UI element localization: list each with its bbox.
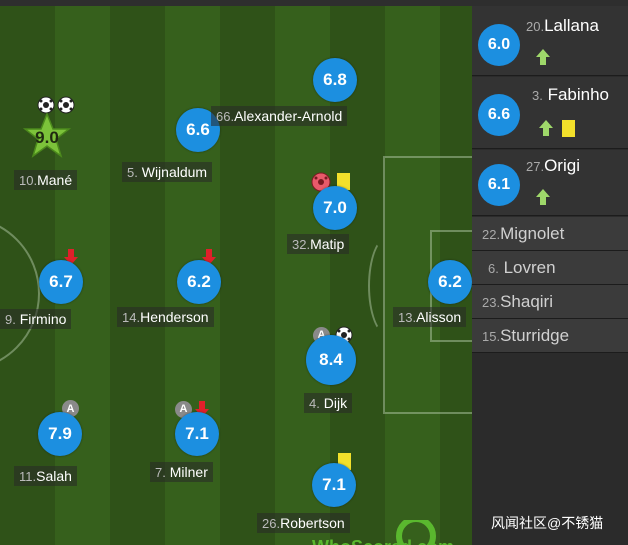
player-name-label: 6. Lovren [488,258,556,278]
player-name: Lallana [544,16,599,35]
player-rating: 6.1 [478,164,520,206]
player-number: 7. [155,465,166,480]
player-rating: 7.0 [313,186,357,230]
man-of-match-star-icon [23,112,71,158]
player-number: 5. [127,165,138,180]
player-name-label: 11.Salah [14,466,77,486]
player-name-label: 23.Shaqiri [482,292,553,312]
player-events [37,96,75,114]
player-rating-value: 9.0 [35,128,59,147]
player-name: Shaqiri [500,292,553,311]
bench-row-sturridge[interactable]: 15.Sturridge [472,319,628,353]
player-rating: 7.9 [38,412,82,456]
whoscored-logo: WhoScored.com [312,516,462,545]
player-rating: 9.0 [23,112,71,160]
player-number: 4. [309,396,320,411]
substitutes-panel: 6.0 20.Lallana 6.6 3. Fabinho 6.1 27.Ori… [472,6,628,545]
player-name: Alisson [416,309,462,325]
sub-on-arrow-icon [538,119,556,137]
player-name: Robertson [280,515,345,531]
player-name-label: 3. Fabinho [532,85,609,105]
bench-row-shaqiri[interactable]: 23.Shaqiri [472,285,628,319]
player-number: 13. [398,310,417,325]
player-name-label: 10.Mané [14,170,78,190]
sub-row-origi[interactable]: 6.1 27.Origi [472,150,628,216]
sub-row-fabinho[interactable]: 6.6 3. Fabinho [472,77,628,149]
sub-row-lallana[interactable]: 6.0 20.Lallana [472,6,628,76]
player-number: 6. [488,261,499,276]
player-number: 11. [19,469,37,484]
player-name-label: 22.Mignolet [482,224,564,244]
player-events [311,172,350,192]
player-name-label: 26.Robertson [257,513,350,533]
player-number: 23. [482,295,501,310]
player-name-label: 15.Sturridge [482,326,569,346]
player-rating: 6.7 [39,260,83,304]
player-rating: 7.1 [312,463,356,507]
player-rating: 6.6 [478,94,520,136]
player-name: Dijk [323,395,348,411]
penalty-arc-right [368,236,408,336]
player-name: Firmino [19,311,67,327]
player-name: Fabinho [547,85,610,104]
player-name: Wijnaldum [141,164,208,180]
player-name: Mané [37,172,73,188]
player-name: Henderson [140,309,209,325]
player-name: Matip [310,236,345,252]
player-name: Alexander-Arnold [234,108,343,124]
player-name-label: 66.Alexander-Arnold [211,106,348,126]
player-name: Lovren [503,258,556,277]
top-bar [0,0,628,6]
player-name: Sturridge [500,326,570,345]
player-number: 32. [292,237,311,252]
player-name-label: 4. Dijk [304,393,353,413]
bench-row-lovren[interactable]: 6. Lovren [472,251,628,285]
player-rating: 6.8 [313,58,357,102]
player-number: 66. [216,109,235,124]
player-rating: 6.2 [428,260,472,304]
player-name-label: 27.Origi [526,156,580,176]
bench-row-mignolet[interactable]: 22.Mignolet [472,217,628,251]
player-name-label: 32.Matip [287,234,350,254]
player-name-label: 14.Henderson [117,307,214,327]
pitch: 9.0 10.Mané 6.6 5. Wijnaldum 6.8 66.Alex… [0,6,472,545]
player-number: 3. [532,88,543,103]
center-circle [0,216,40,371]
player-number: 9. [5,312,16,327]
player-name-label: 20.Lallana [526,16,599,36]
watermark-text: 风闻社区@不锈猫 [491,515,604,531]
player-name: Mignolet [500,224,565,243]
player-number: 20. [526,19,545,34]
player-name: Salah [36,468,72,484]
player-number: 26. [262,516,281,531]
player-number: 10. [19,173,38,188]
sub-events [535,188,553,206]
player-rating: 8.4 [306,335,356,385]
player-rating: 7.1 [175,412,219,456]
player-name-label: 9. Firmino [0,309,72,329]
brand-text: WhoScored.com [312,537,454,545]
sub-on-arrow-icon [535,48,553,66]
yellow-card-icon [562,119,575,137]
goal-ball-icon [37,96,55,114]
player-rating: 6.2 [177,260,221,304]
goal-ball-icon [57,96,75,114]
player-name-label: 13.Alisson [393,307,467,327]
sub-events [538,119,575,137]
sub-on-arrow-icon [535,188,553,206]
player-name-label: 5. Wijnaldum [122,162,213,182]
player-number: 15. [482,329,501,344]
yellow-card-icon [337,172,350,190]
player-number: 27. [526,159,545,174]
player-name: Origi [544,156,580,175]
sub-events [535,48,553,66]
player-name: Milner [169,464,208,480]
player-number: 22. [482,227,501,242]
player-name-label: 7. Milner [150,462,213,482]
player-rating: 6.0 [478,24,520,66]
player-number: 14. [122,310,141,325]
